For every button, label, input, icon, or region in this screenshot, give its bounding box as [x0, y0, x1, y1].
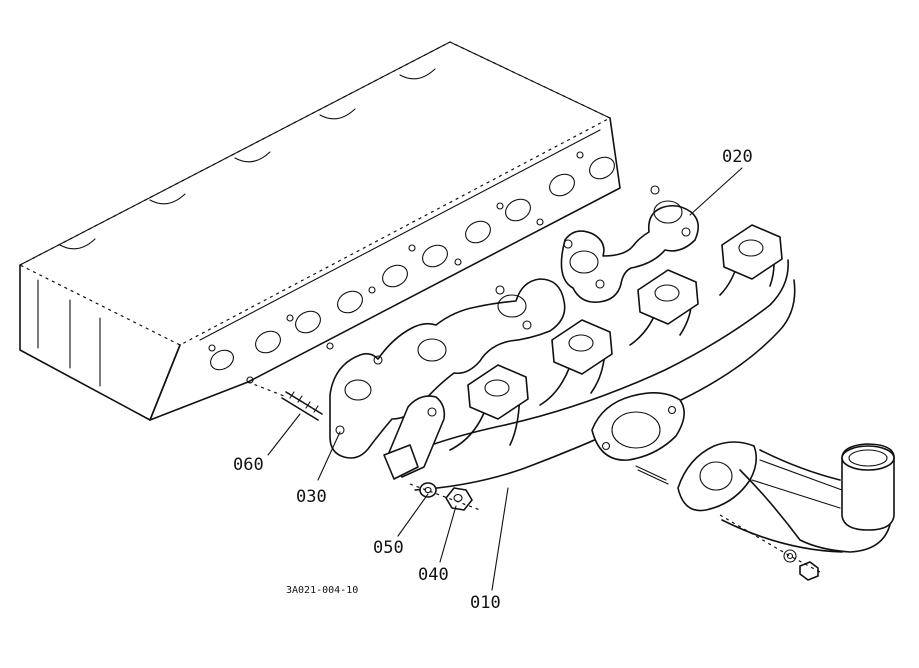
label-030: 030: [296, 487, 327, 507]
label-020: 020: [722, 147, 753, 167]
cylinder-head: [18, 41, 621, 421]
stud-bolt: [247, 381, 323, 421]
exhaust-elbow: [635, 441, 895, 581]
leader-lines: [267, 167, 743, 591]
nut-and-washer: [409, 482, 481, 511]
exhaust-gasket-front: [329, 278, 566, 459]
exhaust-manifold: [383, 224, 796, 491]
label-040: 040: [418, 565, 449, 585]
label-010: 010: [470, 593, 501, 613]
label-050: 050: [373, 538, 404, 558]
reference-code: 3A021-004-10: [286, 585, 358, 596]
exhaust-gasket-rear: [560, 185, 699, 304]
label-060: 060: [233, 455, 264, 475]
